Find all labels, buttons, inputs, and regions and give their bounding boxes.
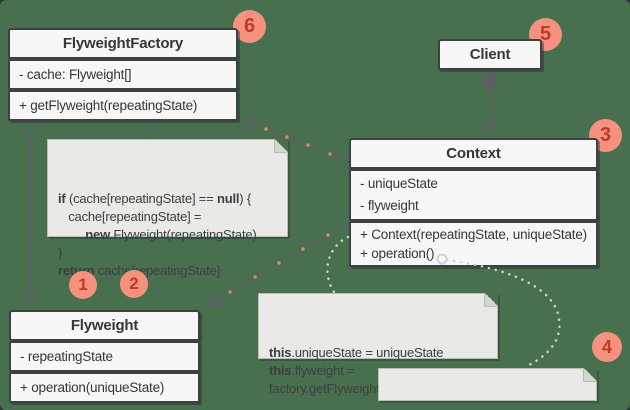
step-badge-3: 3 [589, 119, 622, 152]
class-context-attribute: - uniqueState [360, 176, 438, 191]
step-badge-1-label: 1 [78, 275, 88, 294]
aggregation-diamond-icon [20, 117, 40, 144]
step-badge-1: 1 [69, 271, 97, 299]
class-flyweightfactory-name: FlyweightFactory [8, 28, 238, 59]
class-context-methods: + Context(repeatingState, uniqueState) +… [349, 221, 598, 267]
note-fold-icon [484, 293, 498, 307]
note-operation-code: flyweight.operation(uniqueState) [378, 368, 597, 401]
composition-diamond-icon [481, 68, 499, 94]
step-badge-6: 6 [233, 10, 266, 43]
class-context-method: + Context(repeatingState, uniqueState) [360, 227, 587, 242]
class-context-name: Context [349, 138, 598, 169]
step-badge-3-label: 3 [599, 124, 612, 146]
class-flyweight-name: Flyweight [9, 310, 200, 341]
class-client: Client [438, 39, 542, 70]
class-flyweight-attribute: - repeatingState [9, 341, 200, 372]
class-context-method: + operation() [360, 246, 435, 261]
class-client-name: Client [438, 39, 542, 70]
class-context-attribute: - flyweight [360, 198, 419, 213]
step-badge-2-label: 2 [129, 274, 139, 293]
step-badge-2: 2 [120, 270, 148, 298]
context-note-link [326, 235, 350, 294]
class-flyweight: Flyweight - repeatingState + operation(u… [9, 310, 200, 403]
note-factory-code: if (cache[repeatingState] == null) { cac… [47, 139, 288, 278]
step-badge-4: 4 [592, 332, 622, 362]
class-flyweightfactory-attribute: - cache: Flyweight[] [8, 59, 238, 90]
class-context: Context - uniqueState - flyweight + Cont… [349, 138, 598, 267]
class-context-attributes: - uniqueState - flyweight [349, 169, 598, 221]
class-flyweightfactory: FlyweightFactory - cache: Flyweight[] + … [8, 28, 238, 121]
note-fold-icon [274, 139, 288, 153]
step-badge-6-label: 6 [243, 15, 256, 37]
class-flyweight-method: + operation(uniqueState) [9, 372, 200, 403]
class-flyweightfactory-method: + getFlyweight(repeatingState) [8, 90, 238, 121]
step-badge-4-label: 4 [601, 336, 612, 357]
note-fold-icon [583, 368, 597, 382]
step-badge-5-label: 5 [539, 23, 552, 45]
